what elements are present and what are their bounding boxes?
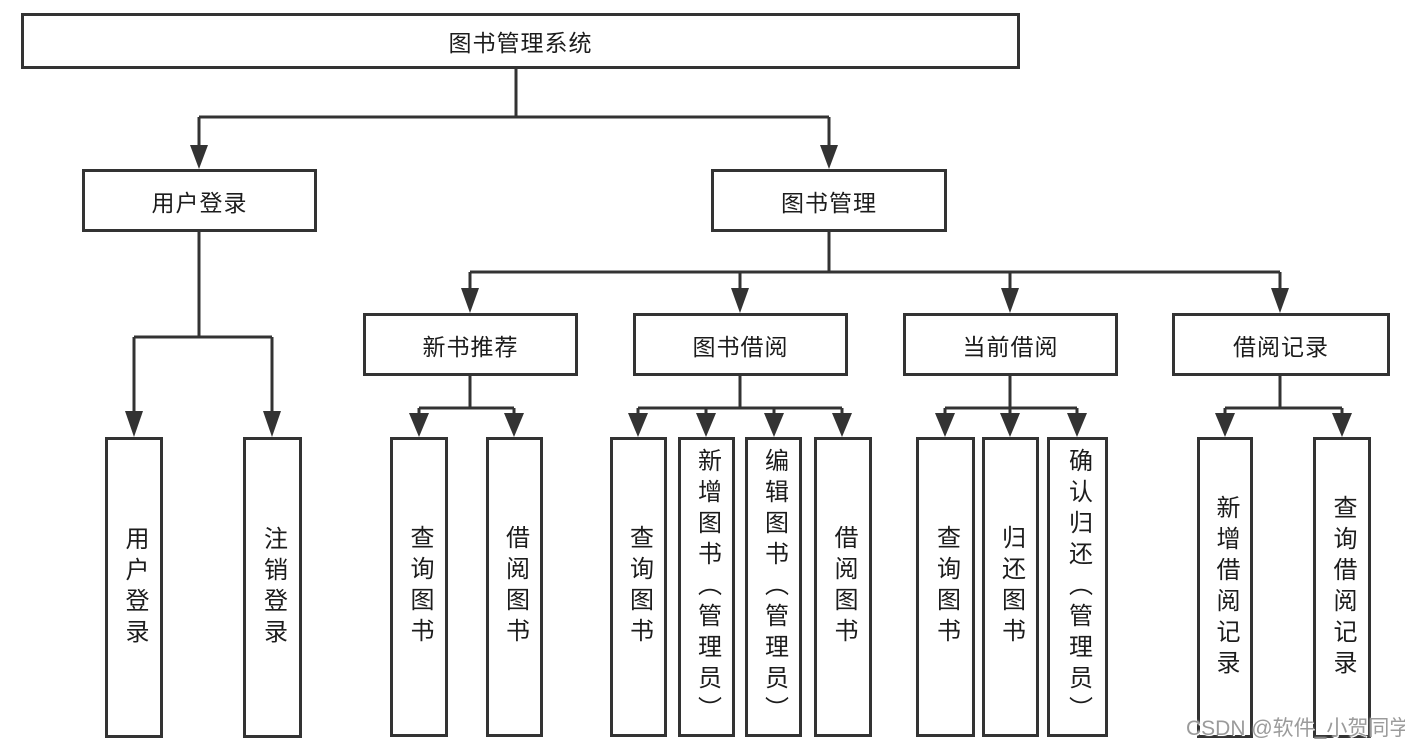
leaf-logout-label: 注销登录 (259, 525, 287, 650)
node-borrow-record-label: 借阅记录 (1233, 333, 1329, 360)
connector-borrowrecord-to-leaves (1223, 376, 1344, 416)
node-user-login: 用户登录 (82, 169, 317, 232)
node-new-book-recommend: 新书推荐 (363, 313, 578, 376)
node-current-borrow-label: 当前借阅 (962, 333, 1059, 360)
arrowheads-borrowrecord-leaves (1215, 413, 1352, 437)
node-book-borrow: 图书借阅 (633, 313, 848, 376)
leaf-newbook-query-label: 查询图书 (406, 525, 433, 649)
leaf-borrow-query-label: 查询图书 (625, 525, 653, 649)
connector-bookborrow-to-leaves (636, 376, 844, 416)
arrowheads-currentborrow-leaves (935, 413, 1087, 437)
node-new-book-recommend-label: 新书推荐 (422, 333, 519, 360)
connector-userlogin-to-leaves (132, 232, 274, 414)
arrowheads-level2 (190, 145, 838, 169)
arrowheads-userlogin-leaves (125, 411, 281, 437)
connector-newbook-to-leaves (417, 376, 516, 416)
node-borrow-record: 借阅记录 (1172, 313, 1390, 376)
leaf-record-query-label: 查询借阅记录 (1329, 494, 1356, 681)
node-root-label: 图书管理系统 (448, 30, 593, 56)
leaf-borrow-add-admin-label: 新增图书（管理员） (693, 447, 721, 727)
leaf-borrow-edit-admin-label: 编辑图书（管理员） (760, 447, 788, 727)
node-book-borrow-label: 图书借阅 (692, 333, 789, 360)
leaf-borrow-book-label: 借阅图书 (830, 525, 857, 649)
leaf-user-login-label: 用户登录 (121, 525, 148, 650)
node-current-borrow: 当前借阅 (903, 313, 1118, 376)
node-book-management-label: 图书管理 (781, 189, 877, 216)
leaf-record-query: 查询借阅记录 (1313, 437, 1371, 738)
node-book-management: 图书管理 (711, 169, 947, 232)
leaf-user-login: 用户登录 (105, 437, 163, 738)
leaf-return-book: 归还图书 (982, 437, 1039, 737)
leaf-newbook-borrow: 借阅图书 (486, 437, 543, 737)
csdn-watermark: CSDN @软件_小贺同学 (1186, 717, 1405, 740)
leaf-return-book-label: 归还图书 (997, 525, 1025, 649)
leaf-borrow-query: 查询图书 (610, 437, 667, 737)
leaf-borrow-edit-admin: 编辑图书（管理员） (745, 437, 802, 737)
connector-currentborrow-to-leaves (943, 376, 1079, 416)
leaf-borrow-add-admin: 新增图书（管理员） (678, 437, 735, 737)
leaf-current-query: 查询图书 (916, 437, 975, 737)
leaf-newbook-query: 查询图书 (390, 437, 448, 737)
arrowheads-level3 (461, 288, 1289, 313)
connector-root-to-level2 (197, 69, 831, 148)
leaf-confirm-return-admin-label: 确认归还（管理员） (1064, 447, 1092, 727)
arrowheads-newbook-leaves (409, 413, 524, 437)
node-user-login-label: 用户登录 (151, 189, 248, 216)
leaf-confirm-return-admin: 确认归还（管理员） (1047, 437, 1108, 737)
arrowheads-bookborrow-leaves (628, 413, 852, 437)
leaf-logout: 注销登录 (243, 437, 302, 738)
leaf-record-add: 新增借阅记录 (1197, 437, 1253, 738)
node-root: 图书管理系统 (21, 13, 1020, 69)
connector-bookmgmt-to-level3 (468, 232, 1282, 291)
leaf-newbook-borrow-label: 借阅图书 (501, 525, 529, 649)
leaf-borrow-book: 借阅图书 (814, 437, 872, 737)
leaf-record-add-label: 新增借阅记录 (1212, 494, 1239, 681)
leaf-current-query-label: 查询图书 (932, 525, 960, 649)
